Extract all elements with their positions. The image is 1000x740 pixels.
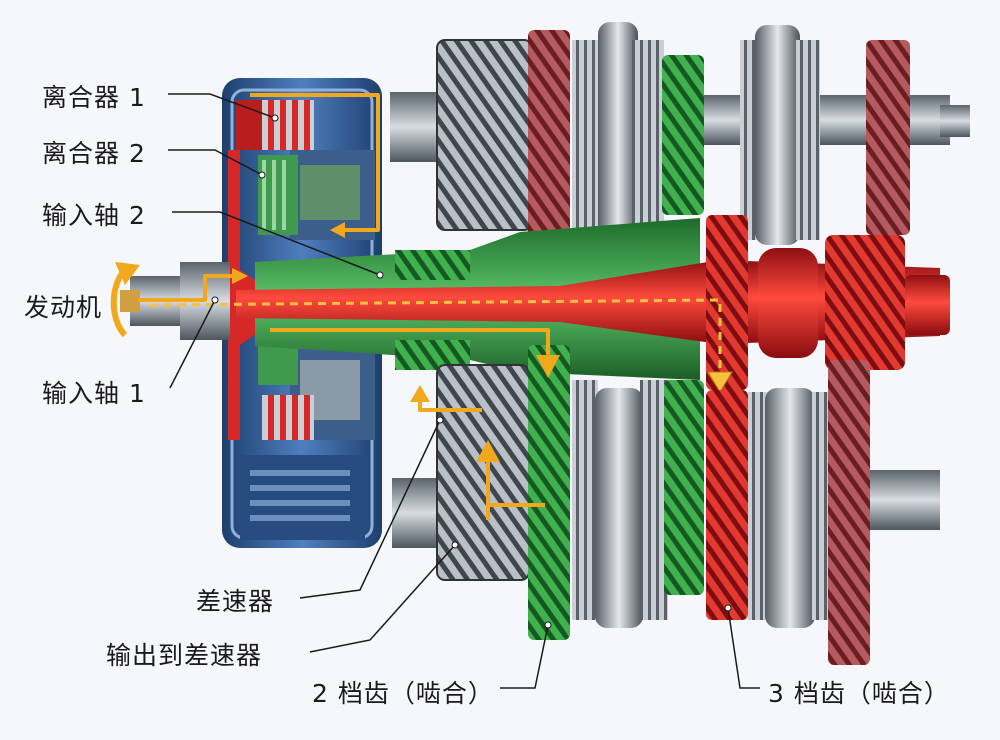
lower-large-red-gear — [828, 360, 870, 665]
leader-lines — [168, 93, 760, 689]
input-shaft1-gear-3 — [706, 215, 748, 390]
label-differential: 差速器 — [196, 587, 275, 616]
lower-output-gear — [437, 365, 529, 580]
power-flow-arrows — [138, 93, 550, 520]
upper-gear-2-idle — [662, 55, 704, 215]
label-input-shaft-1: 输入轴 1 — [42, 379, 146, 408]
gear-2-engaged — [528, 345, 570, 640]
upper-synchronizer-1 — [572, 22, 664, 247]
label-engine: 发动机 — [24, 293, 103, 322]
label-output-to-differential: 输出到差速器 — [106, 641, 263, 670]
label-gear-2-engaged: 2 档齿（啮合） — [312, 679, 494, 708]
upper-large-red-gear — [866, 40, 910, 235]
clutch2-plates — [258, 155, 298, 385]
upper-output-gear — [437, 40, 532, 230]
lower-synchronizer-1 — [572, 380, 668, 628]
lower-countershaft — [392, 470, 940, 548]
input-shaft1-gear-5 — [825, 235, 905, 370]
upper-synchronizer-2 — [740, 25, 820, 245]
label-input-shaft-2: 输入轴 2 — [42, 201, 146, 230]
label-clutch-2: 离合器 2 — [42, 139, 146, 168]
upper-gear-3-idle — [528, 30, 570, 240]
power-flow-input1 — [149, 298, 722, 378]
lower-synchronizer-2 — [748, 388, 834, 628]
label-gear-3-engaged: 3 档齿（啮合） — [768, 679, 950, 708]
leader-dots — [211, 114, 732, 629]
label-clutch-1: 离合器 1 — [42, 83, 146, 112]
clutch1-plates — [262, 100, 314, 440]
gear-3-engaged — [706, 390, 748, 620]
